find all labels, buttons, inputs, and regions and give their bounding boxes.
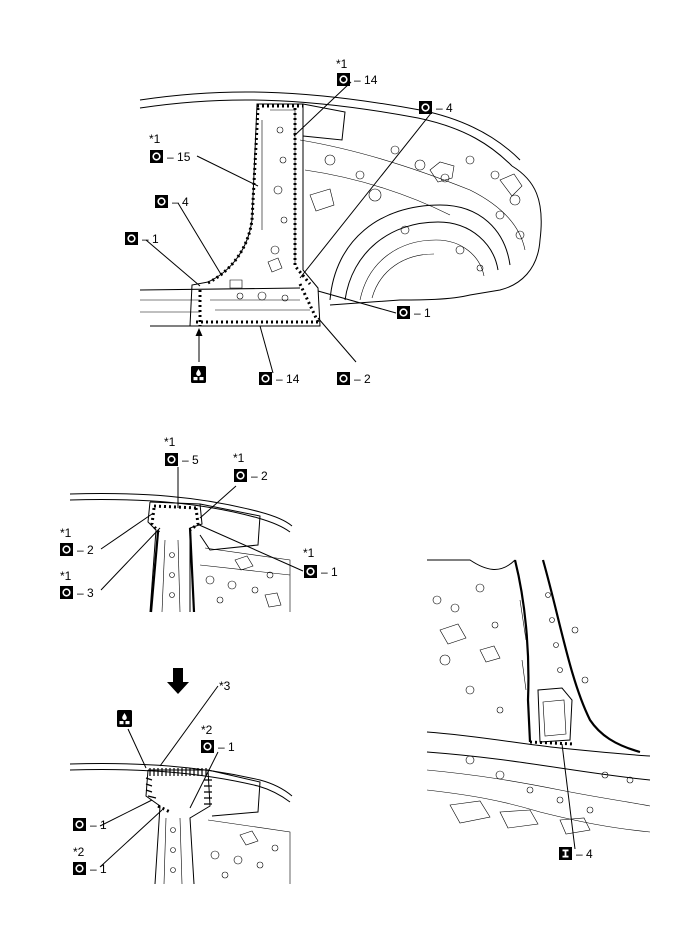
svg-text:– 3: – 3 [77,586,94,600]
svg-text:– 2: – 2 [77,543,94,557]
callout-top-15: *1 – 15 [149,132,191,164]
svg-text:– 1: – 1 [218,740,235,754]
callout-top-1b: – 1 [396,305,431,320]
svg-text:– 4: – 4 [436,101,453,115]
callout-mid-2a: *1 – 2 [233,451,268,483]
svg-text:*1: *1 [164,435,176,449]
svg-text:*1: *1 [60,526,72,540]
callout-top-1a: – 1 [124,231,159,246]
roof-joint-view [69,467,304,613]
svg-text:*2: *2 [73,845,85,859]
quarter-panel-view [139,81,542,374]
sealer-icon [117,710,132,727]
callout-mid-3: *1 – 3 [59,569,94,600]
callout-bottom-1c: *2 – 1 [72,845,107,876]
svg-text:*1: *1 [233,451,245,465]
callout-top-2: – 2 [336,371,371,386]
callout-right-4: – 4 [559,847,593,861]
svg-text:– 5: – 5 [182,453,199,467]
callout-mid-5: *1 – 5 [164,435,199,467]
svg-text:– 1: – 1 [414,306,431,320]
callout-top-14b: – 14 [258,371,300,386]
callout-top-4b: – 4 [154,194,189,209]
callout-bottom-1b: – 1 [72,817,107,832]
svg-text:*1: *1 [303,546,315,560]
callout-top-14a: *1 – 14 [336,57,378,87]
view-direction-arrow-icon [167,668,189,694]
svg-text:– 14: – 14 [276,372,300,386]
sealer-icon [191,366,206,383]
callout-bottom-star3: *3 [219,679,231,693]
svg-text:– 4: – 4 [172,195,189,209]
svg-text:– 1: – 1 [90,862,107,876]
svg-text:– 1: – 1 [90,818,107,832]
svg-text:*1: *1 [149,132,161,146]
callout-top-4a: – 4 [418,100,453,115]
svg-text:– 2: – 2 [354,372,371,386]
svg-text:*1: *1 [336,57,348,71]
svg-text:– 1: – 1 [321,565,338,579]
callout-mid-1: *1 – 1 [303,546,338,579]
roof-joint-sealer-view [69,668,293,885]
callout-mid-2b: *1 – 2 [59,526,94,557]
svg-text:– 1: – 1 [142,232,159,246]
svg-text:– 2: – 2 [251,469,268,483]
svg-text:*1: *1 [60,569,72,583]
svg-text:– 15: – 15 [167,150,191,164]
callout-bottom-1a: *2 – 1 [200,723,235,754]
pillar-base-view [426,559,651,850]
svg-text:*2: *2 [201,723,213,737]
svg-text:– 14: – 14 [354,73,378,87]
arc-weld-icon [559,847,572,860]
svg-text:– 4: – 4 [576,847,593,861]
